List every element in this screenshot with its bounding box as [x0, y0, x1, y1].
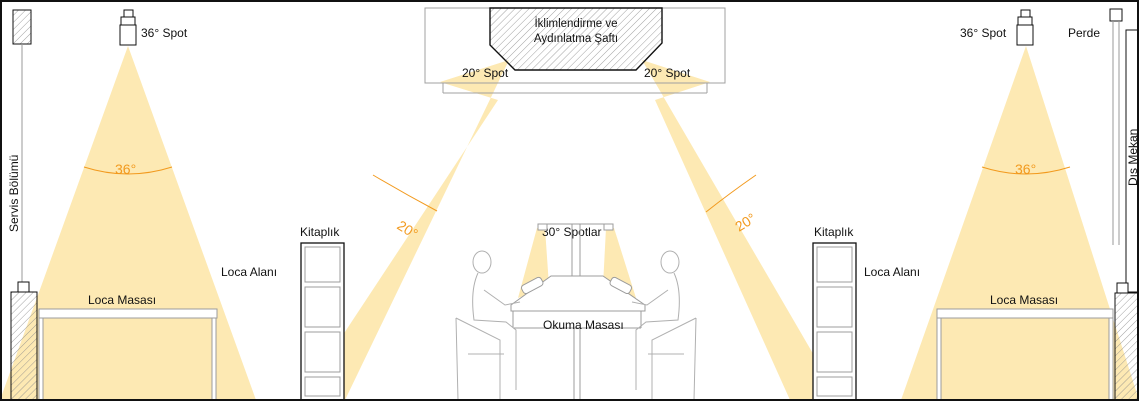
service-wall-top — [12, 9, 32, 45]
arc-left-20 — [372, 174, 438, 212]
booth-table-left — [38, 308, 218, 401]
service-area-label: Servis Bölümü — [7, 155, 21, 232]
service-wall-bottom — [10, 291, 38, 401]
bookshelf-right — [812, 242, 857, 401]
booth-area-label-left: Loca Alanı — [221, 265, 277, 279]
bookshelf-left — [300, 242, 345, 401]
service-wall-cap — [17, 281, 30, 293]
angle-arcs — [83, 166, 1071, 213]
shaft-label-line2: Aydınlatma Şaftı — [534, 33, 618, 45]
spot-label-right-36: 36° Spot — [960, 26, 1007, 40]
spot-fixture-right — [1016, 9, 1034, 46]
outside-wall-bottom — [1114, 292, 1139, 401]
booth-table-label-left: Loca Masası — [88, 293, 156, 307]
bookshelf-label-right: Kitaplık — [814, 225, 854, 239]
arc-left-36 — [83, 166, 173, 175]
spot-label-left-20: 20° Spot — [462, 66, 509, 80]
reading-spot-rig — [537, 223, 614, 276]
angle-label-left-36: 36° — [115, 161, 136, 177]
booth-table-label-right: Loca Masası — [990, 293, 1058, 307]
reader-right — [631, 250, 697, 401]
booth-area-label-right: Loca Alanı — [864, 265, 920, 279]
beam-left-36 — [0, 46, 256, 400]
curtain-top — [1109, 8, 1123, 22]
spot-label-left-36: 36° Spot — [141, 26, 188, 40]
outside-window-frame — [1125, 29, 1139, 293]
reading-table — [510, 275, 646, 400]
reading-table-label: Okuma Masası — [543, 318, 624, 332]
angle-label-right-36: 36° — [1015, 161, 1036, 177]
reader-left — [455, 250, 521, 401]
bookshelf-label-left: Kitaplık — [300, 225, 340, 239]
beam-left-20 — [300, 60, 509, 400]
light-beams — [0, 46, 1139, 400]
outside-wall-cap — [1116, 282, 1129, 294]
beam-right-20 — [642, 60, 840, 400]
spot-label-right-20: 20° Spot — [644, 66, 691, 80]
spot-fixture-left — [119, 9, 137, 46]
shaft-label-line1: İklimlendirme ve — [534, 17, 617, 30]
outside-label: Dış Mekan — [1126, 129, 1139, 186]
arc-right-36 — [981, 166, 1071, 175]
arc-right-20 — [705, 174, 757, 213]
shaft-block — [489, 7, 663, 71]
curtain-label: Perde — [1068, 26, 1100, 40]
